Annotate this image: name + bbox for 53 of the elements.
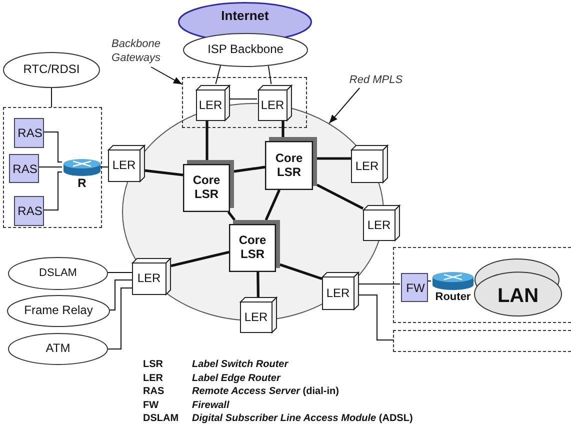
definition-text: Label Edge Router [192,372,280,385]
access-server-box: RAS [14,196,44,226]
connector-line [109,280,132,310]
firewall-box: FW [401,273,428,302]
abbreviation-text: DSLAM [143,413,179,426]
connector-line [107,272,132,273]
connector-line [268,65,272,84]
network-ellipse: RTC/RDSI [3,52,100,88]
link-line [316,184,364,210]
abbreviation-text: FW [143,400,159,412]
dashed-group-box [3,107,102,228]
link-line [317,157,351,160]
link-line [227,211,236,221]
link-line [234,166,266,173]
definition-text: Firewall [192,400,230,412]
network-ellipse: ATM [8,333,108,365]
pointer-arrow [328,88,360,124]
link-line [264,189,280,221]
connector-line [42,132,62,162]
definition-text: Remote Access Server (dial-in) [192,386,339,398]
abbreviation-text: LSR [143,359,163,371]
network-ellipse: ISP Backbone [183,33,308,67]
access-server-box: RAS [14,118,44,148]
pointer-arrow [150,66,182,85]
connector-line [228,98,258,100]
access-server-box: RAS [9,154,39,183]
abbreviation-text: RAS [143,386,164,398]
definition-text: Label Switch Router [192,359,288,371]
connector-line [51,88,52,108]
connector-line [38,166,62,168]
dashed-group-box [182,77,307,128]
link-line [170,250,230,268]
link-line [144,169,184,176]
dashed-group-box [393,247,571,323]
router-label: Router [435,291,471,304]
network-ellipse: Frame Relay [7,295,110,327]
link-line [280,263,322,280]
link-line [282,120,284,137]
router-label: R [78,177,86,190]
annotation-text: Red MPLS [341,73,411,88]
dashed-box [393,330,571,352]
abbreviation-text: LER [143,372,163,385]
connector-line [42,172,62,210]
definition-text: Digital Subscriber Line Access Module (ADSL) [192,413,413,426]
connector-line [358,294,394,340]
connector-line [215,65,221,84]
connector-line [426,280,432,282]
annotation-text: Backbone Gateways [106,37,166,67]
connector-line [100,166,108,168]
connector-line [108,288,132,350]
link-line [206,120,208,160]
network-ellipse: DSLAM [8,257,108,290]
link-line [256,272,260,298]
